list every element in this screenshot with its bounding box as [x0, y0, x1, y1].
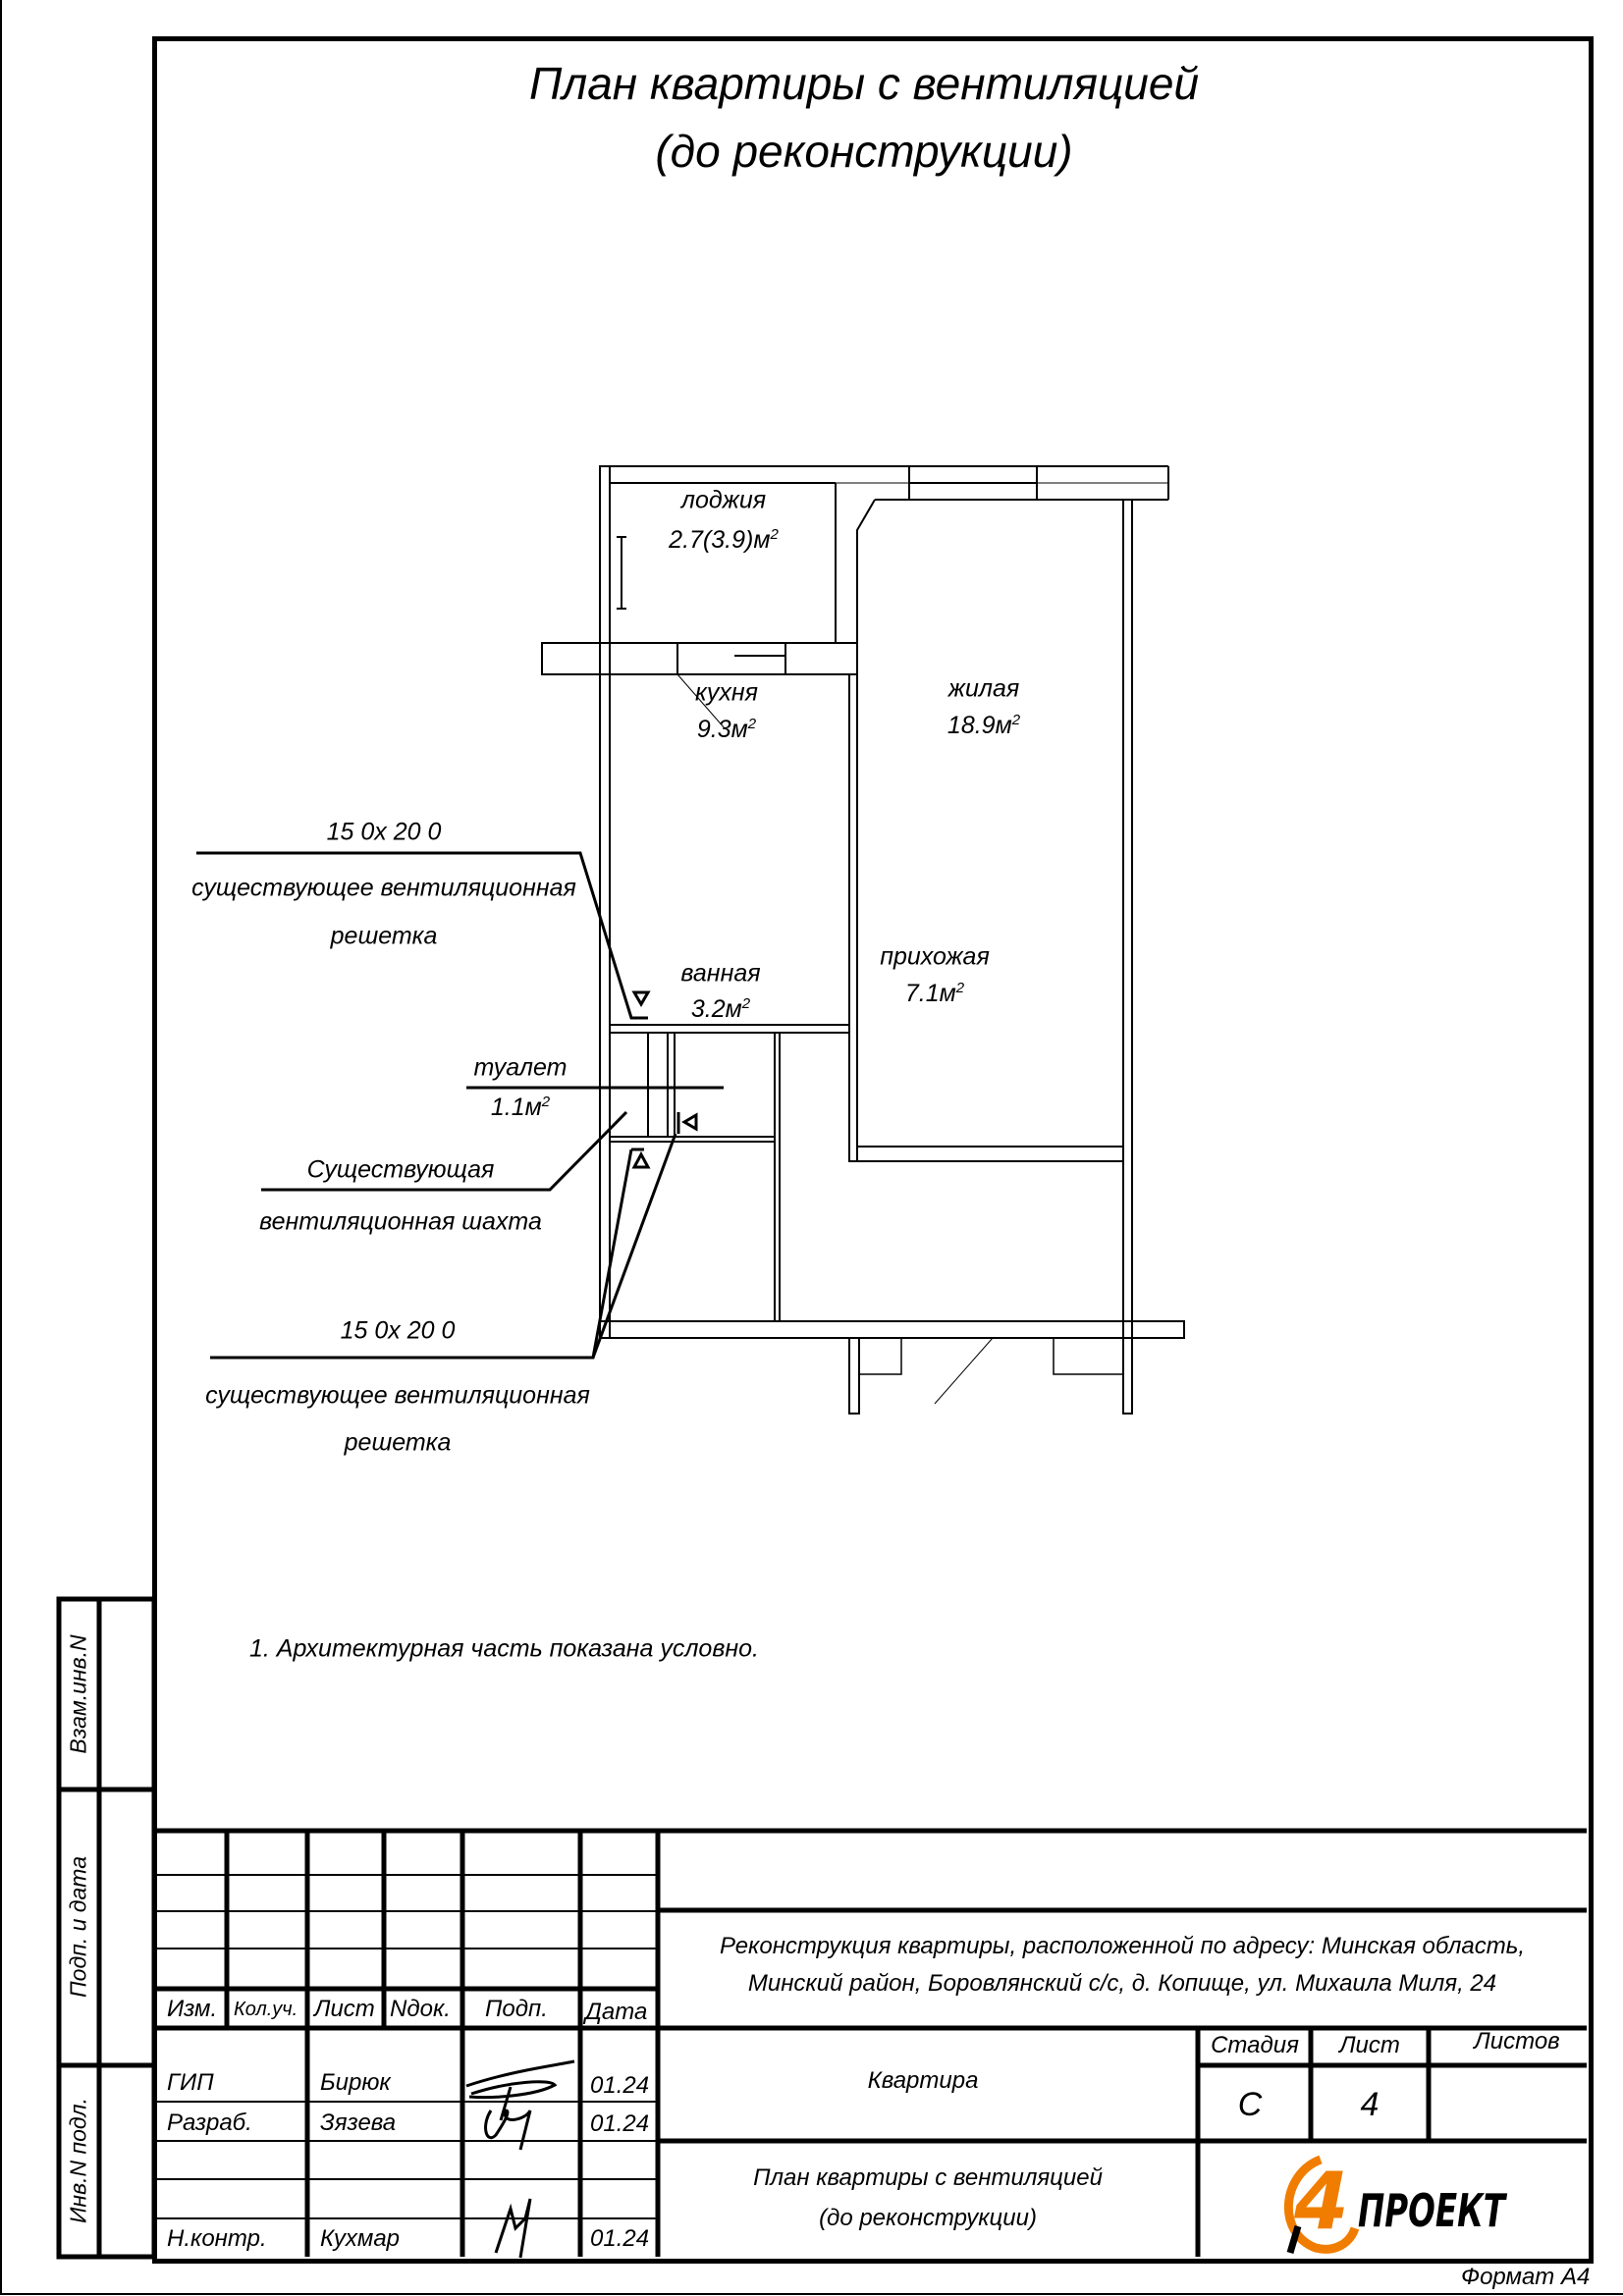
- role-norm-control: Н.контр.: [167, 2225, 267, 2252]
- logo-arc: [1283, 2155, 1360, 2254]
- logo-wordmark: ПРОЕКТ: [1358, 2184, 1508, 2237]
- role-developer: Разраб.: [167, 2109, 252, 2136]
- drawing-title-line-2: (до реконструкции): [819, 2205, 1037, 2231]
- drawing-frame: [152, 36, 1594, 2264]
- callout-text: Существующая: [306, 1155, 495, 1184]
- sheets-label: Листов: [1474, 2028, 1560, 2055]
- drawing-title-line-1: План квартиры с вентиляцией: [753, 2164, 1103, 2191]
- date-developer: 01.24: [590, 2110, 650, 2137]
- area-sup: 2: [955, 979, 965, 996]
- room-area-living: 18.9м2: [947, 713, 1020, 738]
- room-name-loggia: лоджия: [680, 486, 767, 514]
- sheet-label: Лист: [1339, 2032, 1400, 2058]
- vent-grille-left-icon: [681, 1112, 698, 1132]
- callout-text: вентиляционная шахта: [259, 1207, 542, 1236]
- area-sup: 2: [541, 1093, 551, 1110]
- vent-grille-down-icon: [631, 990, 651, 1007]
- callout-text: существующее вентиляционная: [205, 1381, 590, 1410]
- header-change: Изм.: [167, 1996, 218, 2022]
- vent-grille-icons: [631, 990, 698, 1169]
- room-area-bath: 3.2м2: [691, 996, 750, 1022]
- format-label: Формат А4: [1461, 2264, 1591, 2290]
- area-value: 3.2м: [690, 995, 742, 1024]
- callout-text: существующее вентиляционная: [191, 874, 576, 902]
- room-name-hall: прихожая: [880, 942, 990, 971]
- room-name-bath: ванная: [680, 959, 761, 988]
- area-sup: 2: [1011, 711, 1021, 728]
- sheet-number: 4: [1360, 2086, 1380, 2123]
- page-title: План квартиры с вентиляцией: [528, 58, 1200, 109]
- address-line-1: Реконструкция квартиры, расположенной по…: [719, 1933, 1526, 1959]
- note: 1. Архитектурная часть показана условно.: [249, 1634, 759, 1663]
- stage-label: Стадия: [1211, 2032, 1299, 2058]
- name-norm-control: Кухмар: [320, 2225, 401, 2252]
- stage-value: С: [1237, 2086, 1263, 2123]
- area-value: 9.3м: [696, 716, 748, 744]
- area-value: 18.9м: [947, 712, 1012, 740]
- vent-grille-up-icon: [631, 1150, 651, 1169]
- callout-text: решетка: [344, 1428, 452, 1457]
- loggia-dimension: [617, 536, 626, 610]
- room-name-kitchen: кухня: [695, 678, 758, 707]
- room-name-living: жилая: [947, 674, 1020, 703]
- area-sup: 2: [770, 525, 779, 543]
- name-chief-engineer: Бирюк: [320, 2069, 391, 2096]
- room-area-kitchen: 9.3м2: [697, 717, 756, 742]
- leader-lines: [196, 851, 724, 1360]
- area-sup: 2: [747, 715, 757, 732]
- name-developer: Зязева: [320, 2109, 397, 2136]
- callout-text: решетка: [330, 922, 438, 950]
- object-name: Квартира: [867, 2067, 979, 2094]
- header-signature: Подп.: [485, 1996, 548, 2022]
- walls: [541, 465, 1185, 1415]
- header-sheet: Лист: [314, 1996, 375, 2022]
- room-name-toilet: туалет: [473, 1053, 568, 1082]
- header-qty: Кол.уч.: [234, 1999, 298, 2020]
- page-subtitle: (до реконструкции): [655, 126, 1073, 177]
- logo-four: 4: [1293, 2156, 1349, 2247]
- role-chief-engineer: ГИП: [167, 2069, 214, 2096]
- callout-size: 15 0х 20 0: [326, 818, 442, 846]
- header-doc-no: Nдок.: [390, 1996, 451, 2022]
- room-area-toilet: 1.1м2: [491, 1095, 550, 1120]
- area-value: 2.7(3.9)м: [669, 526, 771, 555]
- signatures: [465, 2059, 575, 2259]
- callout-size: 15 0х 20 0: [340, 1316, 456, 1345]
- header-date: Дата: [585, 1999, 648, 2025]
- door-swings: [676, 673, 994, 1405]
- address-line-2: Минский район, Боровлянский с/с, д. Копи…: [747, 1970, 1497, 1997]
- room-area-hall: 7.1м2: [905, 981, 964, 1006]
- date-norm-control: 01.24: [590, 2225, 650, 2252]
- room-area-loggia: 2.7(3.9)м2: [669, 527, 779, 553]
- area-value: 1.1м: [490, 1094, 542, 1122]
- area-sup: 2: [741, 994, 751, 1012]
- area-value: 7.1м: [904, 980, 956, 1008]
- date-chief-engineer: 01.24: [590, 2072, 650, 2099]
